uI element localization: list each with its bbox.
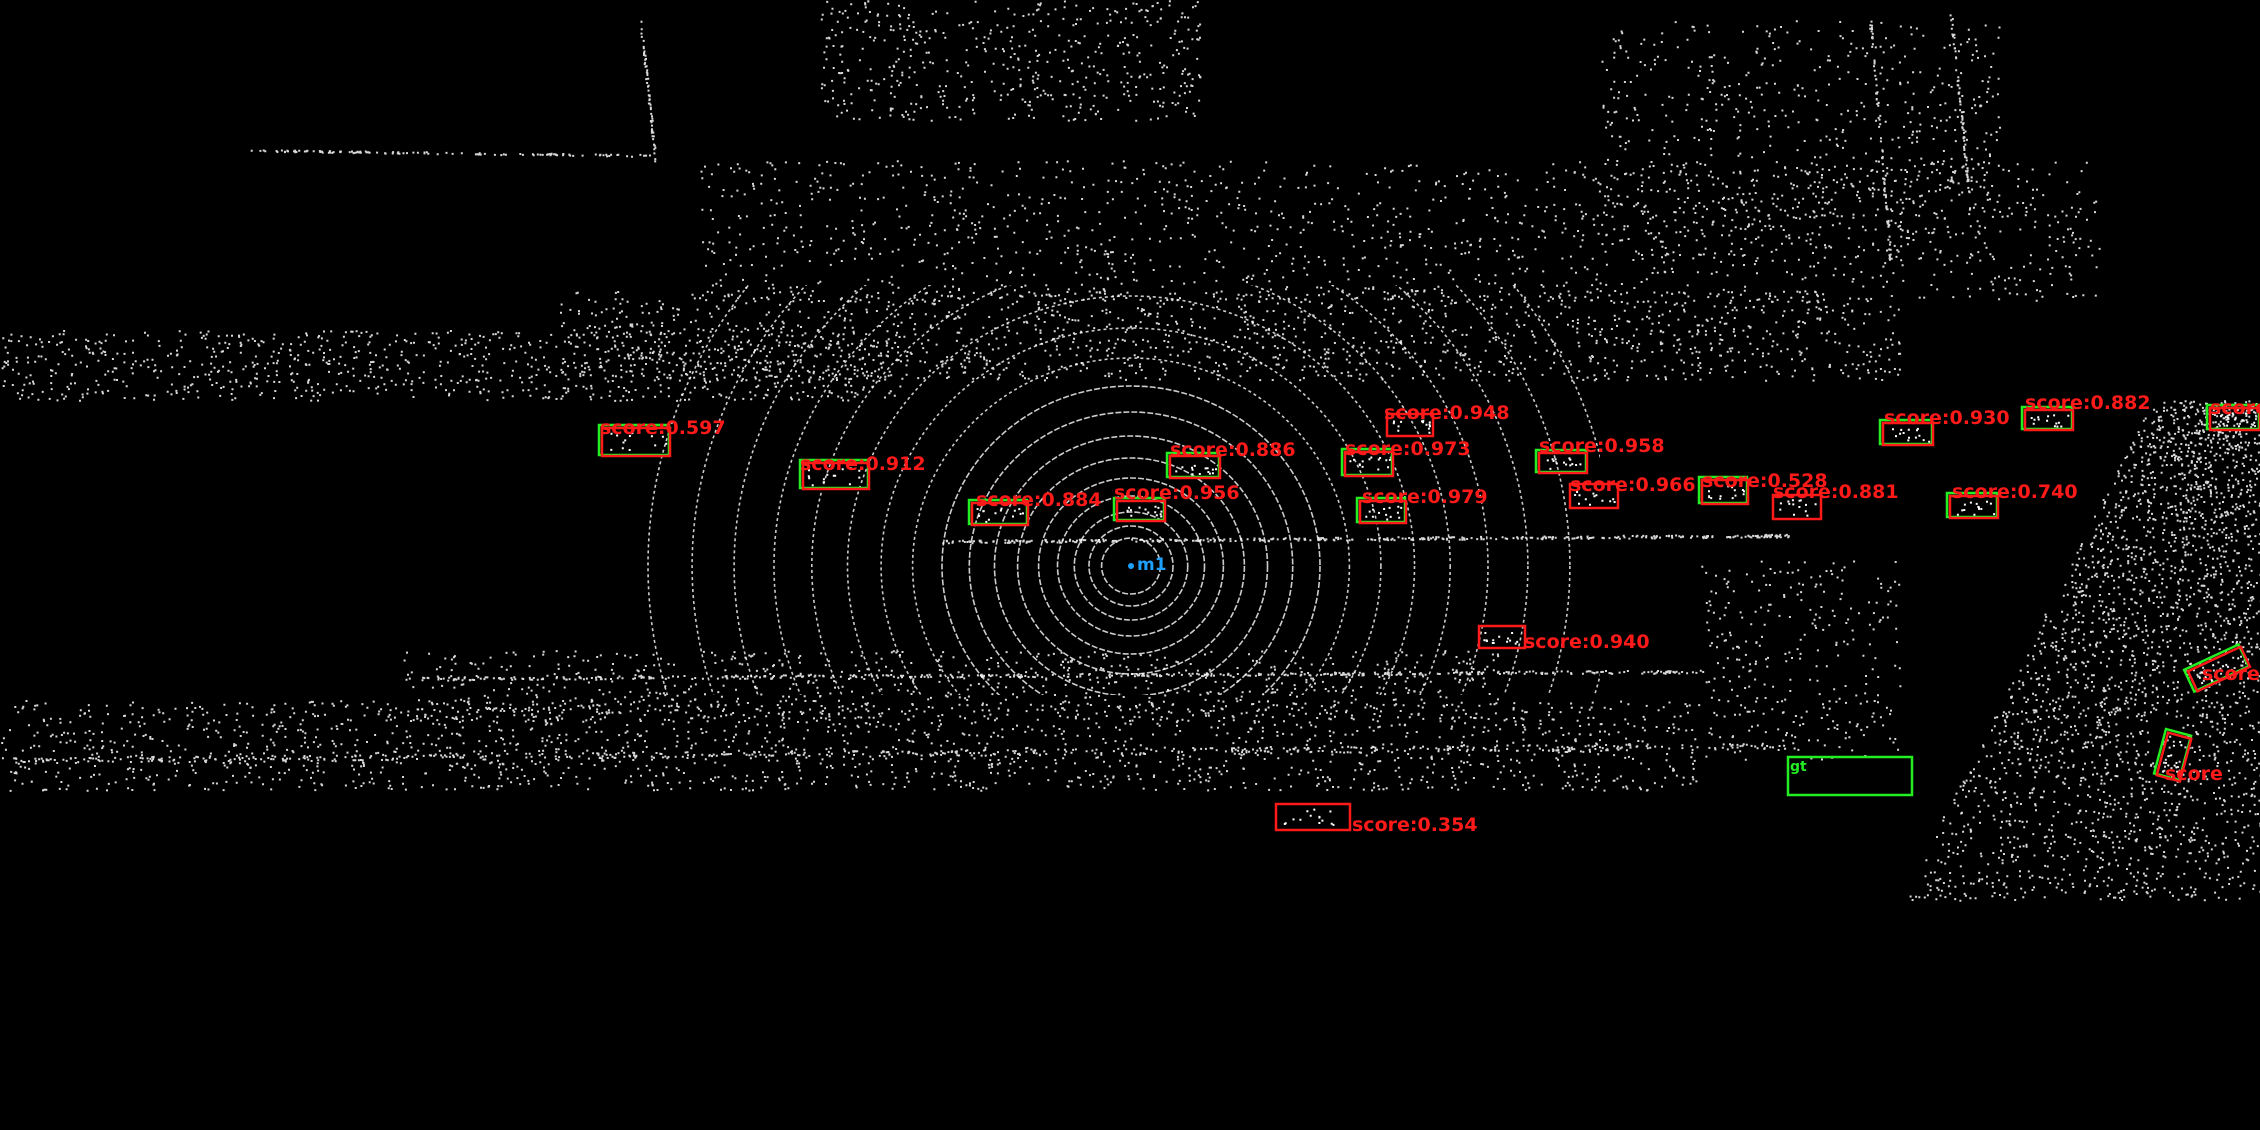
scan-ring: [1056, 495, 1206, 637]
detection: [1477, 624, 1527, 650]
prediction-box: [1385, 412, 1435, 438]
detection: [1385, 412, 1435, 438]
prediction-box: [2023, 408, 2075, 432]
scan-ring: [1100, 537, 1162, 595]
score-label: score:0.940: [1524, 631, 1650, 653]
gt-label: gt: [1790, 759, 1807, 775]
score-label: score:0.884: [976, 489, 1102, 511]
scan-ring: [1088, 525, 1174, 607]
point-cloud-points: [1, 0, 2260, 902]
score-label: score:0.930: [1884, 407, 2010, 429]
detection: [1534, 448, 1589, 475]
scan-ring: [846, 295, 1416, 695]
scan-ring: [1037, 477, 1225, 655]
detection: [1771, 493, 1823, 521]
prediction-box: [1948, 494, 2000, 520]
detection: [1878, 418, 1935, 447]
score-label: score:0.886: [1170, 439, 1296, 461]
detection-boxes: score:0.597 score:0.912 score:0.884 score:0…: [597, 392, 2260, 836]
score-label: score:0.966: [1570, 474, 1696, 496]
detection: [1165, 451, 1222, 480]
prediction-box: [2155, 731, 2193, 783]
detection: [798, 458, 871, 491]
detection: [1568, 482, 1620, 510]
prediction-box: [1881, 421, 1935, 447]
detection: [1340, 447, 1395, 478]
prediction-box: [801, 461, 871, 491]
ground-truth-box: [1786, 755, 1914, 797]
scan-ring: [1016, 457, 1246, 675]
prediction-box: [600, 426, 672, 458]
score-label: score:0.973: [1345, 438, 1471, 460]
detection: [967, 498, 1030, 527]
detection: [2020, 405, 2075, 432]
prediction-box: [1477, 624, 1527, 650]
point-cloud: [1, 0, 2260, 902]
detection: [1697, 475, 1750, 506]
prediction-box: [2208, 406, 2260, 432]
scan-ring: [880, 327, 1382, 695]
detection: [1355, 496, 1408, 525]
ego-vehicle-marker: m1: [1128, 555, 1167, 575]
score-label: score:0.597: [600, 417, 726, 439]
scan-ring: [993, 435, 1269, 695]
score-label: score: [2165, 763, 2223, 785]
score-label: score:0.912: [800, 453, 926, 475]
scan-ring: [691, 285, 1571, 695]
detection: [2182, 642, 2252, 694]
score-label: score:0.956: [1114, 482, 1240, 504]
prediction-box: [1274, 802, 1352, 832]
prediction-box: [1700, 478, 1750, 506]
detection: [1274, 802, 1352, 832]
prediction-box: [970, 501, 1030, 527]
score-label: score:0.85: [2210, 397, 2260, 419]
scan-ring: [733, 285, 1529, 695]
prediction-box: [1568, 482, 1620, 510]
prediction-box: [1358, 499, 1408, 525]
scan-ring: [1073, 511, 1189, 621]
prediction-box: [1343, 450, 1395, 478]
score-label: score:0.958: [1539, 435, 1665, 457]
prediction-box: [1537, 451, 1589, 475]
score-label: score:0.881: [1773, 481, 1899, 503]
score-label: score:0.979: [1362, 486, 1488, 508]
score-label: score:0.740: [1952, 481, 2078, 503]
scan-ring: [773, 285, 1489, 695]
prediction-box: [1771, 493, 1823, 521]
score-label: score:0.8: [2202, 663, 2260, 685]
score-label: score:0.528: [1702, 470, 1828, 492]
score-label: score:0.882: [2025, 392, 2151, 414]
ego-label: m1: [1137, 555, 1167, 575]
detection: [2152, 727, 2193, 783]
lidar-rings: [647, 285, 1600, 695]
score-label: score:0.948: [1384, 402, 1510, 424]
score-label: score:0.354: [1352, 814, 1478, 836]
detection: [597, 423, 672, 458]
scan-ring: [811, 285, 1451, 695]
prediction-box: [1115, 499, 1167, 523]
prediction-box: [2186, 645, 2252, 693]
detection: [1945, 491, 2000, 520]
scan-ring: [941, 385, 1321, 695]
scan-ring: [911, 357, 1351, 695]
detection: [1112, 496, 1167, 523]
scan-ring: [968, 411, 1294, 695]
detection: [2205, 403, 2260, 432]
prediction-box: [1168, 454, 1222, 480]
